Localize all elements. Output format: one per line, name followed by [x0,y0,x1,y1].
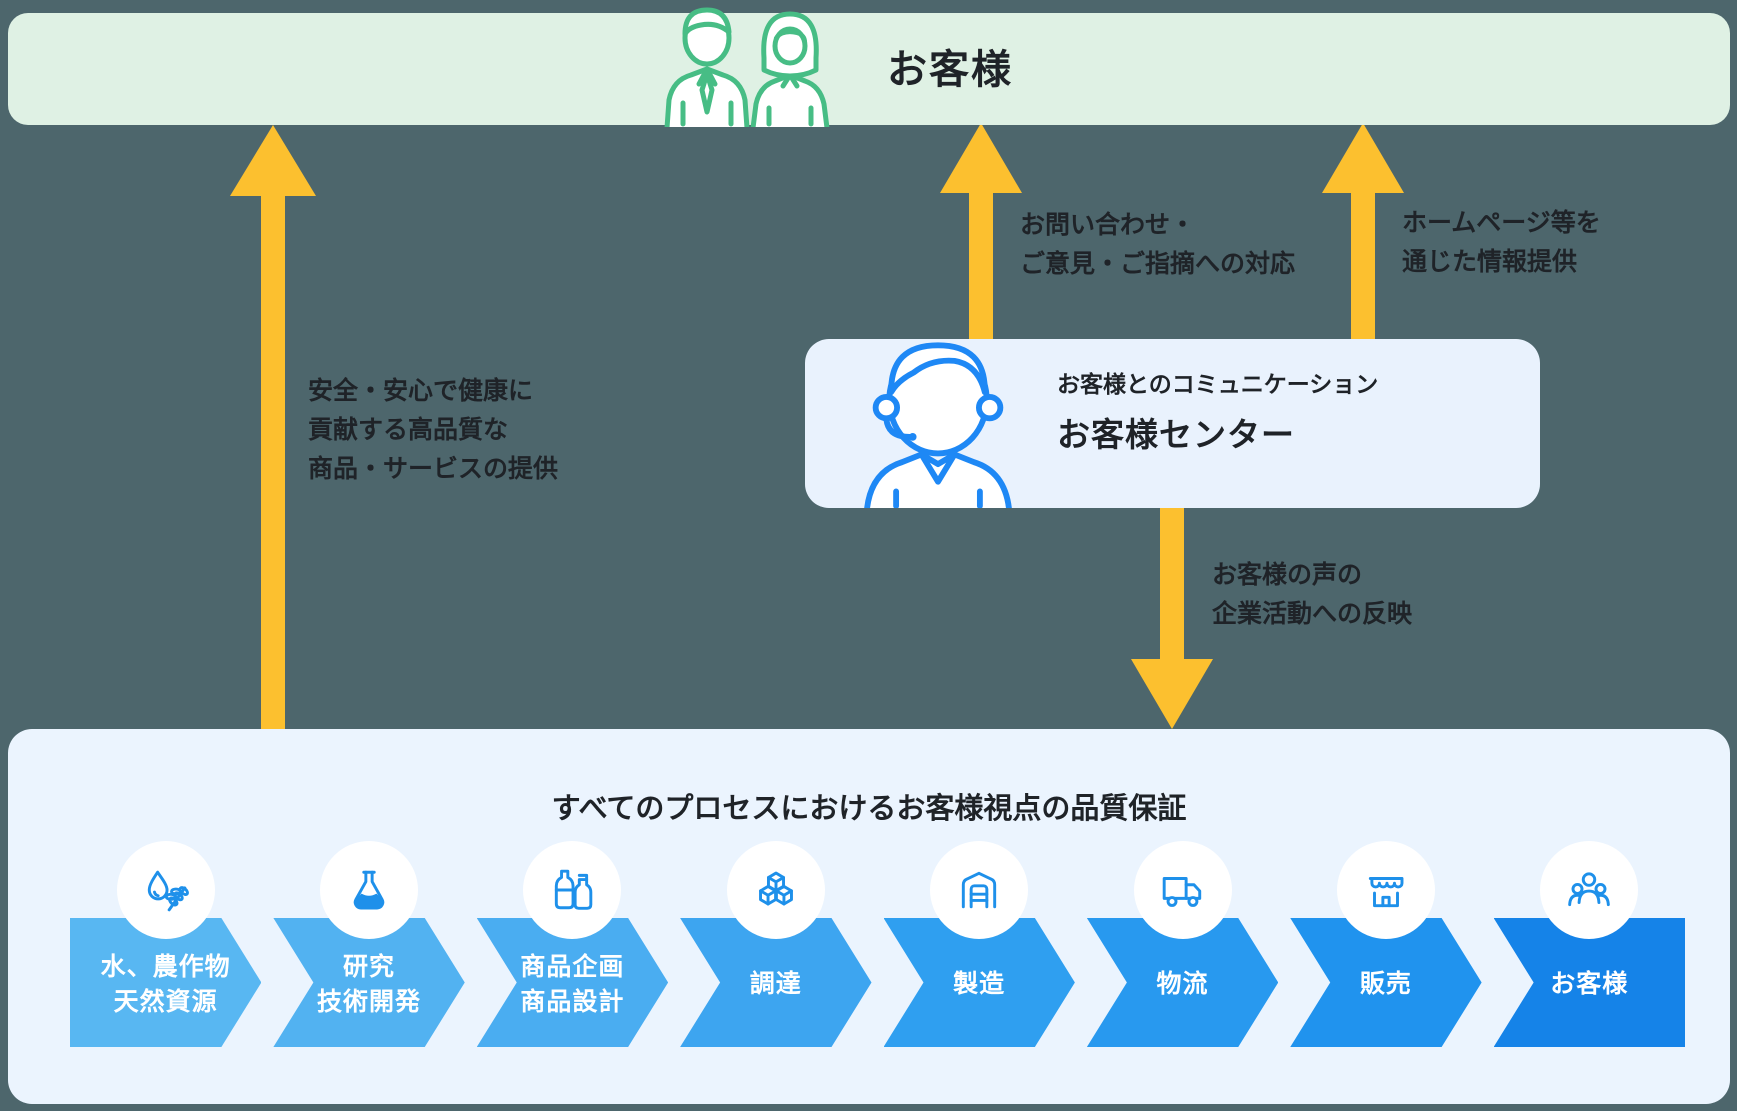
cubes-icon [726,841,825,939]
process-step-label: 製造 [953,970,1006,998]
water-crops-icon [116,841,215,939]
process-step-4: 調達 [680,841,871,1047]
note-voice-reflection: お客様の声の 企業活動への反映 [1212,561,1413,628]
shop-icon [1336,841,1435,939]
process-step-5: 製造 [884,841,1075,1047]
customer-center-subtitle: お客様とのコミュニケーション [1057,371,1379,397]
note-homepage-info: ホームページ等を 通じた情報提供 [1402,209,1601,276]
process-step-label: お客様 [1550,970,1629,998]
customer-center-title: お客様センター [1057,416,1295,453]
process-step-label: 物流 [1156,970,1209,998]
process-chevron: 水、農作物天然資源 [70,918,261,1047]
process-step-label: 調達 [749,970,802,998]
process-step-label: 水、農作物天然資源 [100,952,231,1016]
note-quality-supply: 安全・安心で健康に 貢献する高品質な 商品・サービスの提供 [308,377,559,483]
bottles-icon [523,841,622,939]
process-step-2: 研究技術開発 [273,841,464,1047]
process-steps: 水、農作物天然資源 研究技術開発 商品企画商品設計 調達 製造 物流 販売 [70,841,1685,1047]
process-step-label: 販売 [1359,970,1412,998]
process-step-label: 商品企画商品設計 [520,952,625,1016]
process-step-7: 販売 [1290,841,1481,1047]
customer-couple-icon [664,7,830,127]
process-step-6: 物流 [1087,841,1278,1047]
warehouse-icon [930,841,1029,939]
call-center-agent-icon [864,342,1012,508]
process-step-8: お客様 [1493,841,1685,1047]
process-step-label: 研究技術開発 [317,952,422,1016]
customers-icon [1540,841,1639,939]
process-panel-title: すべてのプロセスにおけるお客様視点の品質保証 [551,793,1187,825]
customer-banner-title: お客様 [887,48,1013,92]
truck-icon [1133,841,1232,939]
process-step-3: 商品企画商品設計 [477,841,668,1047]
process-step-1: 水、農作物天然資源 [70,841,261,1047]
process-panel: すべてのプロセスにおけるお客様視点の品質保証 水、農作物天然資源 研究技術開発 … [8,729,1730,1104]
note-inquiry-response: お問い合わせ・ ご意見・ご指摘への対応 [1020,211,1296,278]
customer-center-box: お客様とのコミュニケーション お客様センター [805,339,1540,508]
flask-icon [320,841,419,939]
customer-banner: お客様 [8,7,1730,127]
